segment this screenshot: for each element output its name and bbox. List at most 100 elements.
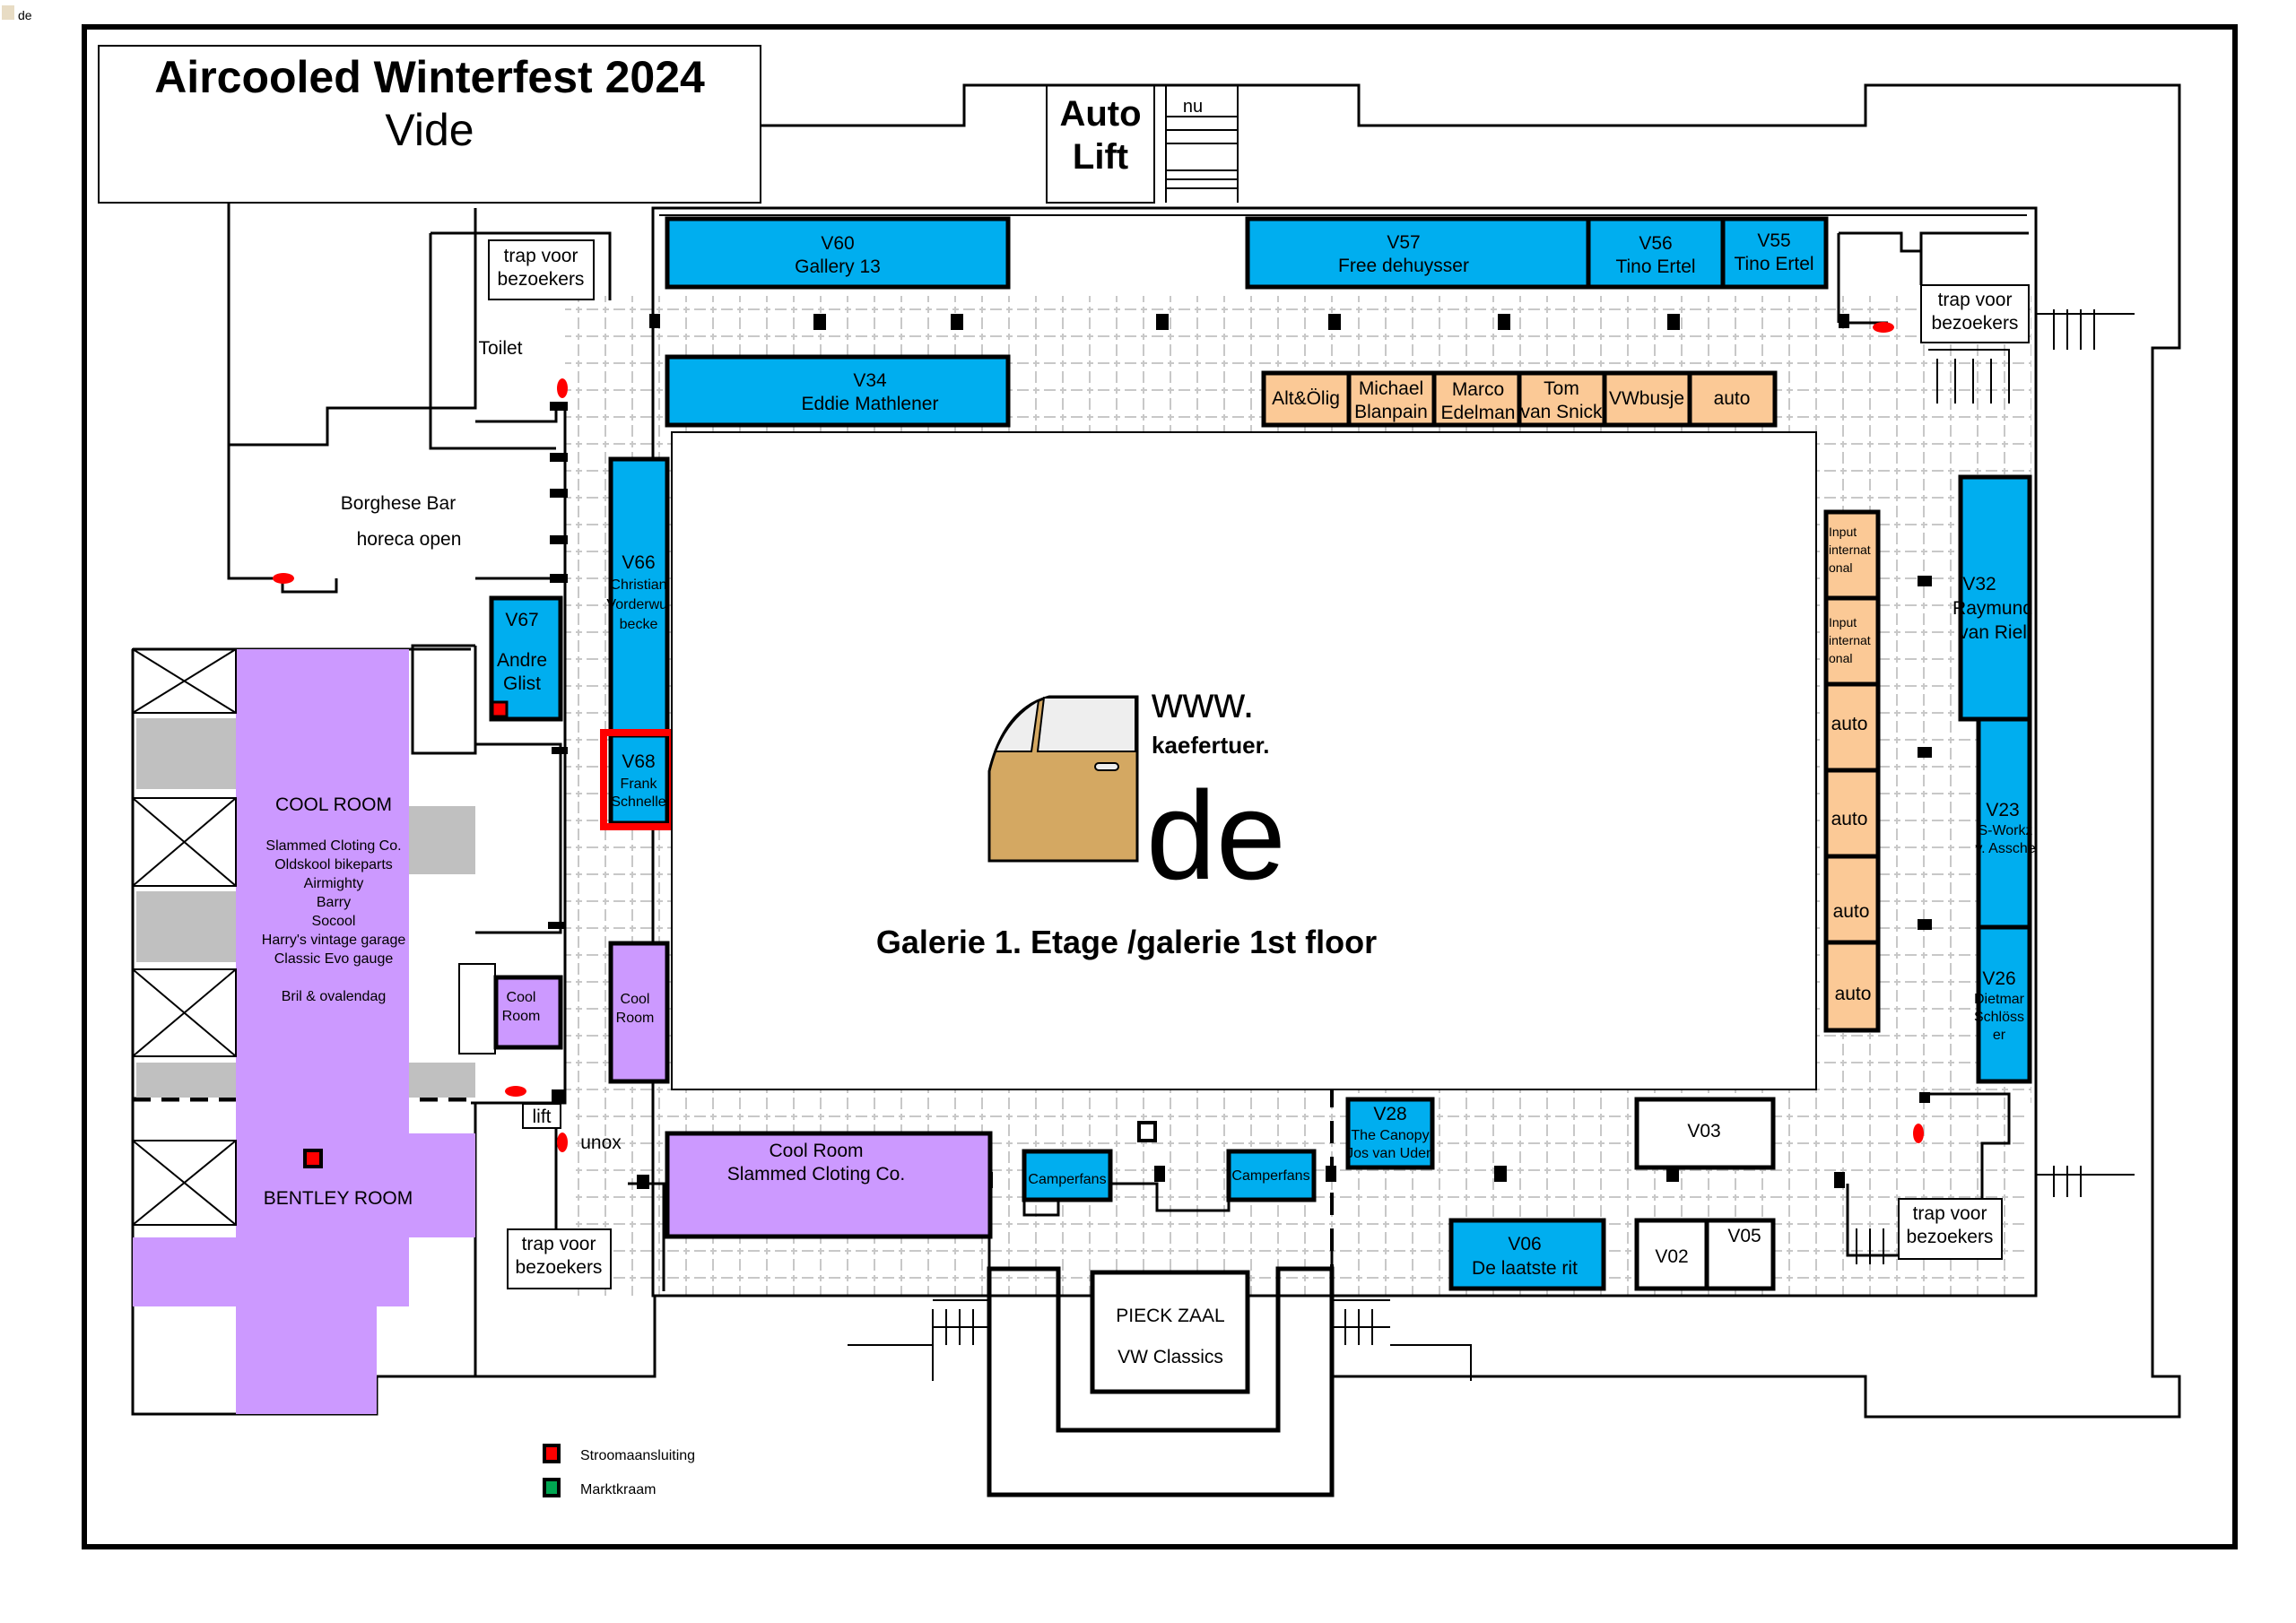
stairs-label: trap voor bezoekers [488,239,595,300]
floor-label: Galerie 1. Etage /galerie 1st floor [876,924,1377,960]
svg-text:Alt&Ölig: Alt&Ölig [1272,388,1340,409]
svg-text:Michael: Michael [1359,378,1423,399]
svg-text:internat: internat [1829,633,1871,647]
stand-v26[interactable]: V26 Dietmar Schlöss er [1974,924,2032,1084]
svg-text:Lift: Lift [1073,137,1128,177]
stand-v05[interactable]: V05 [1704,1218,1776,1291]
stand-v02[interactable]: V02 [1634,1218,1709,1291]
map-border [82,24,2238,1549]
stand-v67[interactable]: V67 Andre Glist [489,595,563,722]
svg-text:Cool: Cool [621,992,650,1007]
svg-text:bezoekers: bezoekers [1907,1227,1994,1247]
svg-text:Gallery 13: Gallery 13 [795,256,881,277]
svg-text:van Snick: van Snick [1520,402,1603,422]
stand-v60[interactable]: V60 Gallery 13 [665,216,1011,290]
svg-text:Dietmar: Dietmar [1974,992,2025,1007]
svg-text:er: er [1993,1028,2006,1043]
stand-auto[interactable]: auto [1823,940,1881,1033]
stand-alt-olig[interactable]: Alt&Ölig [1261,370,1352,428]
svg-text:V26: V26 [1982,968,2015,989]
void-crosses [132,648,237,1226]
stand-v57[interactable]: V57 Free dehuysser [1245,216,1591,290]
svg-text:internat: internat [1829,542,1871,557]
svg-text:Blanpain: Blanpain [1354,402,1428,422]
stairs-label: trap voor bezoekers [1898,1198,2003,1260]
stand-auto[interactable]: auto [1687,370,1778,428]
svg-text:Marco: Marco [1452,379,1504,400]
stand-v34[interactable]: V34 Eddie Mathlener [665,354,1011,428]
stand-v32[interactable]: V32 Raymund van Riel [1952,474,2033,722]
stand-v56[interactable]: V56 Tino Ertel [1586,216,1726,290]
svg-text:Free dehuysser: Free dehuysser [1338,256,1469,276]
svg-text:Stroomaansluiting: Stroomaansluiting [580,1448,695,1463]
svg-text:V02: V02 [1655,1246,1688,1267]
stand-v66[interactable]: V66 Christian Vorderwul becke [606,456,671,738]
stand-v68[interactable]: V68 Frank Schnelle [600,729,676,830]
svg-text:S-Workz: S-Workz [1978,823,2032,838]
power-outlet-icon [303,1149,323,1168]
svg-text:V56: V56 [1639,233,1672,254]
svg-text:auto: auto [1831,714,1868,734]
svg-text:Jos van Uden: Jos van Uden [1346,1146,1434,1161]
logo-text-domain: kaefertuer. [1152,732,1270,759]
svg-text:de: de [18,8,32,22]
svg-text:V32: V32 [1962,574,1996,595]
svg-text:bezoekers: bezoekers [498,269,585,290]
stand-auto[interactable]: auto [1823,768,1881,859]
corner-logo: de [2,5,32,22]
stand-auto[interactable]: auto [1823,854,1881,945]
svg-text:trap voor: trap voor [1913,1203,1987,1224]
cool-room-big[interactable]: Cool Room Slammed Cloting Co. [665,1131,993,1239]
stand-vwbusje[interactable]: VWbusje [1602,370,1692,428]
cool-room-small[interactable]: Cool Room [493,975,563,1050]
bar-status: horeca open [357,529,462,550]
cool-room-area: COOL ROOM Slammed Cloting Co. Oldskool b… [132,648,475,1414]
svg-text:Tino Ertel: Tino Ertel [1734,254,1813,274]
svg-text:V05: V05 [1727,1226,1761,1246]
svg-text:onal: onal [1829,560,1852,575]
svg-text:Vorderwul: Vorderwul [606,597,670,612]
bentley-room-label: BENTLEY ROOM [264,1188,413,1209]
svg-text:Airmighty: Airmighty [304,876,364,891]
svg-text:V60: V60 [821,233,854,254]
svg-text:Room: Room [616,1011,655,1026]
stand-v03[interactable]: V03 [1634,1097,1776,1170]
svg-text:Cool: Cool [507,990,536,1005]
svg-text:auto: auto [1831,809,1868,829]
svg-text:Input: Input [1829,615,1857,629]
pieck-zaal[interactable]: PIECK ZAAL VW Classics [987,1266,1335,1497]
svg-text:Schnelle: Schnelle [611,794,665,810]
svg-text:Slammed Cloting Co.: Slammed Cloting Co. [265,838,401,854]
cool-room-column[interactable]: Cool Room [608,941,670,1084]
svg-text:Frank: Frank [621,777,658,792]
svg-text:Barry: Barry [317,895,351,910]
svg-text:Cool Room: Cool Room [769,1141,863,1161]
stand-v55[interactable]: V55 Tino Ertel [1720,216,1829,290]
stand-camperfans[interactable]: Camperfans [1022,1149,1113,1202]
svg-text:V55: V55 [1757,230,1790,251]
stand-tom-van-snick[interactable]: Tom van Snick [1517,370,1607,428]
svg-text:Camperfans: Camperfans [1028,1172,1106,1187]
svg-text:Tom: Tom [1544,378,1579,399]
svg-text:Glist: Glist [503,673,541,694]
stand-v28[interactable]: V28 The Canopy Jos van Uden [1345,1097,1435,1170]
svg-text:VW Classics: VW Classics [1118,1347,1223,1367]
stand-v06[interactable]: V06 De laatste rit [1448,1218,1606,1291]
svg-text:Raymund: Raymund [1952,598,2033,619]
stand-auto[interactable]: auto [1823,681,1881,773]
lift-box [522,1103,561,1129]
svg-text:Schlöss: Schlöss [1974,1010,2024,1025]
toilet-label: Toilet [478,338,522,359]
stand-v23[interactable]: V23 S-Workz v. Assche [1975,716,2036,930]
svg-text:Camperfans: Camperfans [1231,1168,1309,1184]
stand-camperfans[interactable]: Camperfans [1226,1149,1317,1202]
svg-text:The Canopy: The Canopy [1351,1128,1429,1143]
cool-room-annex [458,963,496,1055]
svg-text:Christian: Christian [610,577,666,593]
